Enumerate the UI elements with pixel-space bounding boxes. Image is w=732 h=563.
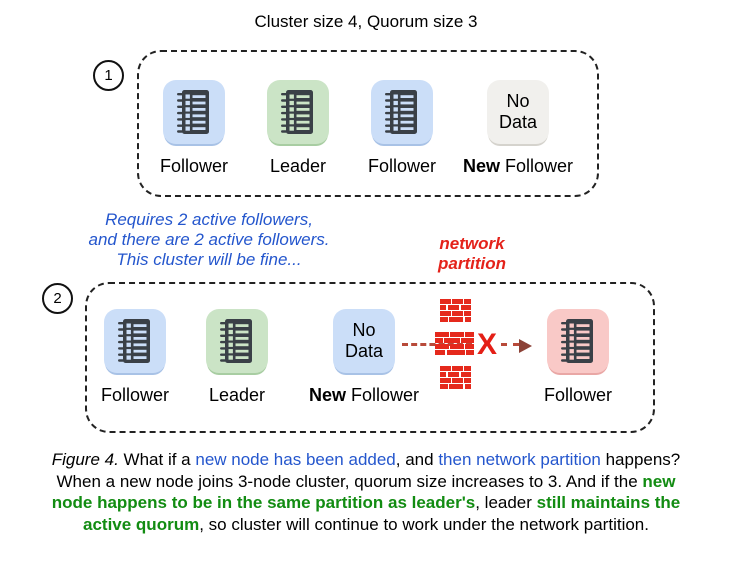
- text-segment: happens?: [600, 450, 681, 469]
- partition-arrow: [501, 343, 519, 346]
- scenario-1-cluster-box: [137, 50, 599, 197]
- text-segment: , and: [395, 450, 439, 469]
- caption-line: node happens to be in the same partition…: [0, 492, 732, 514]
- network-partition-line: partition: [438, 254, 506, 273]
- text-segment: then network partition: [438, 450, 601, 469]
- text-segment: new: [642, 471, 676, 491]
- caption-line: Figure 4. What if a new node has been ad…: [0, 449, 732, 471]
- quorum-note-line: Requires 2 active followers,: [105, 210, 313, 229]
- text-segment: node happens to be in the same partition…: [51, 493, 476, 512]
- partition-arrow: [402, 343, 472, 346]
- text-segment: , leader: [475, 493, 537, 512]
- caption-line: active quorum, so cluster will continue …: [0, 514, 732, 536]
- scenario-2-badge: 2: [42, 283, 73, 314]
- scenario-2-cluster-box: [85, 282, 655, 433]
- partition-x-icon: X: [476, 328, 497, 361]
- text-segment: What if a: [118, 450, 196, 469]
- partition-arrowhead-icon: [519, 339, 532, 353]
- text-segment: still maintains the: [536, 493, 681, 512]
- caption-line: When a new node joins 3-node cluster, qu…: [0, 471, 732, 493]
- figure-caption: Figure 4. What if a new node has been ad…: [0, 449, 732, 535]
- text-segment: When a new node joins 3-node cluster, qu…: [56, 471, 643, 491]
- text-segment: new node has been added: [195, 450, 396, 469]
- text-segment: active quorum: [83, 514, 200, 534]
- diagram-title: Cluster size 4, Quorum size 3: [254, 12, 478, 31]
- quorum-note-line: and there are 2 active followers.: [88, 230, 330, 249]
- text-segment: , so cluster will continue to work under…: [199, 514, 649, 534]
- quorum-note-line: This cluster will be fine...: [116, 250, 302, 269]
- quorum-note: Requires 2 active followers,and there ar…: [59, 210, 359, 270]
- scenario-1-badge: 1: [93, 60, 124, 91]
- network-partition-line: network: [439, 234, 505, 253]
- text-segment: Figure 4.: [51, 450, 119, 469]
